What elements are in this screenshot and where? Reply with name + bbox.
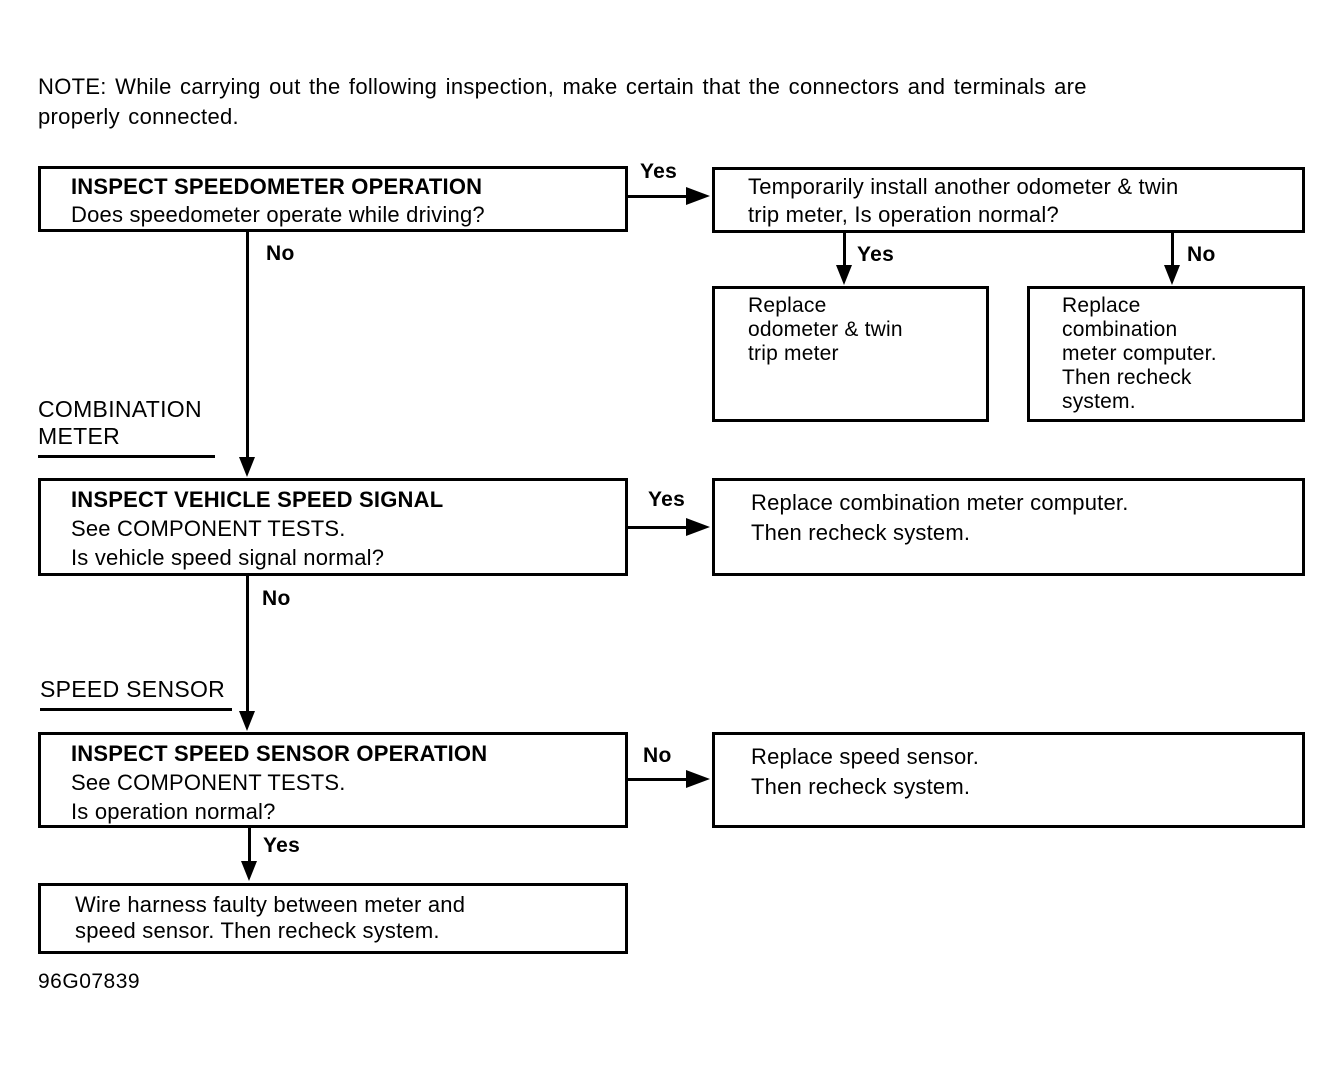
node-text: Replace: [1062, 294, 1141, 317]
node-text: Then recheck system.: [751, 520, 971, 545]
node-text: Replace speed sensor.: [751, 744, 980, 769]
edge-speed-signal-no-arrowhead-icon: [239, 711, 255, 731]
edge-label-sensor-yes: Yes: [263, 834, 301, 857]
edge-speed-signal-yes-line: [628, 526, 690, 529]
note-line-1: NOTE: While carrying out the following i…: [38, 74, 1087, 99]
node-text: Is operation normal?: [71, 799, 276, 824]
node-text: odometer & twin: [748, 318, 903, 341]
edge-temp-install-no-line: [1171, 233, 1174, 269]
note-line-2: properly connected.: [38, 104, 239, 129]
edge-label-speed-signal-no: No: [262, 587, 291, 610]
node-text: combination: [1062, 318, 1178, 341]
edge-speedometer-yes-arrowhead-icon: [686, 187, 710, 205]
edge-label-sensor-no: No: [643, 744, 672, 767]
node-text: Then recheck system.: [751, 774, 971, 799]
node-text: speed sensor. Then recheck system.: [75, 918, 440, 943]
edge-label-speedometer-yes: Yes: [640, 160, 678, 183]
edge-sensor-no-arrowhead-icon: [686, 770, 710, 788]
node-inspect-speed-sensor-operation: INSPECT SPEED SENSOR OPERATION See COMPO…: [38, 732, 628, 828]
node-text: Temporarily install another odometer & t…: [748, 174, 1179, 199]
node-text: See COMPONENT TESTS.: [71, 770, 346, 795]
node-text: See COMPONENT TESTS.: [71, 516, 346, 541]
edge-temp-install-yes-line: [843, 233, 846, 269]
node-text: Is vehicle speed signal normal?: [71, 545, 385, 570]
section-label-line: SPEED SENSOR: [40, 676, 226, 702]
node-replace-combination-meter-computer-wide: Replace combination meter computer. Then…: [712, 478, 1305, 576]
node-replace-speed-sensor: Replace speed sensor. Then recheck syste…: [712, 732, 1305, 828]
node-text: system.: [1062, 390, 1136, 413]
node-replace-odometer: Replace odometer & twin trip meter: [712, 286, 989, 422]
edge-speedometer-no-arrowhead-icon: [239, 457, 255, 477]
edge-speed-signal-no-line: [246, 576, 249, 714]
edge-label-temp-install-no: No: [1187, 243, 1216, 266]
node-title: INSPECT SPEED SENSOR OPERATION: [71, 741, 488, 766]
edge-speedometer-yes-line: [628, 195, 690, 198]
node-inspect-speedometer-operation: INSPECT SPEEDOMETER OPERATION Does speed…: [38, 166, 628, 232]
edge-label-temp-install-yes: Yes: [857, 243, 895, 266]
edge-label-speedometer-no: No: [266, 242, 295, 265]
figure-code: 96G07839: [38, 970, 141, 993]
node-text: trip meter: [748, 342, 839, 365]
edge-sensor-yes-arrowhead-icon: [241, 861, 257, 881]
node-text: Then recheck: [1062, 366, 1192, 389]
node-temporarily-install-odometer: Temporarily install another odometer & t…: [712, 167, 1305, 233]
edge-sensor-no-line: [628, 778, 690, 781]
node-text: Replace: [748, 294, 827, 317]
node-title: INSPECT VEHICLE SPEED SIGNAL: [71, 487, 444, 512]
node-title: INSPECT SPEEDOMETER OPERATION: [71, 174, 483, 199]
node-text: trip meter, Is operation normal?: [748, 202, 1059, 227]
edge-label-speed-signal-yes: Yes: [648, 488, 686, 511]
edge-temp-install-yes-arrowhead-icon: [836, 265, 852, 285]
section-label-combination-meter: COMBINATION METER: [38, 396, 215, 458]
node-inspect-vehicle-speed-signal: INSPECT VEHICLE SPEED SIGNAL See COMPONE…: [38, 478, 628, 576]
node-wire-harness-faulty: Wire harness faulty between meter and sp…: [38, 883, 628, 954]
edge-speedometer-no-line: [246, 232, 249, 460]
node-replace-combination-meter-computer: Replace combination meter computer. Then…: [1027, 286, 1305, 422]
section-label-speed-sensor: SPEED SENSOR: [40, 676, 232, 711]
edge-temp-install-no-arrowhead-icon: [1164, 265, 1180, 285]
node-text: Does speedometer operate while driving?: [71, 202, 485, 227]
edge-sensor-yes-line: [248, 828, 251, 863]
node-text: meter computer.: [1062, 342, 1217, 365]
section-label-line: METER: [38, 423, 120, 449]
edge-speed-signal-yes-arrowhead-icon: [686, 518, 710, 536]
node-text: Wire harness faulty between meter and: [75, 892, 466, 917]
note-text: NOTE: While carrying out the following i…: [38, 72, 1318, 132]
node-text: Replace combination meter computer.: [751, 490, 1129, 515]
section-label-line: COMBINATION: [38, 396, 202, 422]
